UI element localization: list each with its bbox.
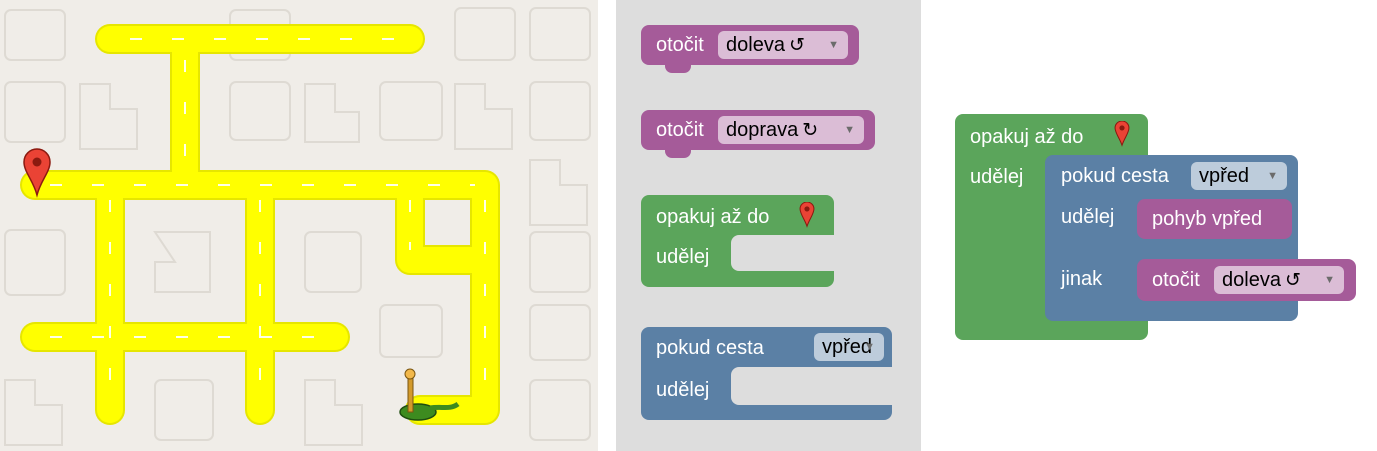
turn-left-block[interactable]: otočit doleva↺ ▼ — [1137, 259, 1356, 301]
turn-label: otočit — [656, 119, 704, 141]
path-direction-dropdown[interactable]: vpřed ▼ — [1191, 162, 1287, 190]
map-marker-icon — [1114, 121, 1130, 147]
repeat-until-block[interactable]: opakuj až do udělej pokud cesta vpřed ▼ … — [955, 114, 1356, 340]
maze-map — [4, 7, 591, 446]
repeat-until-block[interactable]: opakuj až do udělej — [641, 195, 834, 287]
rotate-left-icon: ↺ — [1284, 270, 1301, 291]
chevron-down-icon: ▼ — [864, 341, 875, 353]
if-else-block[interactable]: pokud cesta vpřed ▼ udělej jinak pohyb v… — [1045, 155, 1356, 321]
direction-dropdown[interactable]: doleva↺ ▼ — [718, 31, 848, 59]
repeat-label: opakuj až do — [970, 126, 1084, 148]
do-label: udělej — [656, 246, 710, 268]
map-marker-icon — [23, 148, 51, 198]
do-label: udělej — [1061, 206, 1115, 228]
chevron-down-icon: ▼ — [844, 124, 855, 136]
do-label: udělej — [656, 379, 710, 401]
turn-right-block[interactable]: otočit doprava↻ ▼ — [641, 110, 875, 158]
rotate-right-icon: ↻ — [802, 120, 819, 141]
workspace: opakuj až do udělej pokud cesta vpřed ▼ … — [921, 0, 1377, 451]
maze-view — [0, 0, 598, 451]
turn-label: otočit — [656, 34, 704, 56]
rotate-left-icon: ↺ — [788, 35, 805, 56]
move-label: pohyb vpřed — [1152, 208, 1263, 230]
if-label: pokud cesta — [656, 337, 764, 359]
pegman-flag-icon — [399, 368, 460, 421]
map-marker-icon — [799, 202, 815, 228]
path-direction-dropdown[interactable]: vpřed ▼ — [814, 333, 884, 361]
else-label: jinak — [1061, 268, 1103, 290]
toolbox: otočit doleva↺ ▼ otočit doprava↻ ▼ opaku… — [616, 0, 921, 451]
if-path-block[interactable]: pokud cesta vpřed ▼ udělej — [641, 327, 892, 420]
chevron-down-icon: ▼ — [828, 39, 839, 51]
turn-label: otočit — [1152, 269, 1200, 291]
direction-dropdown[interactable]: doleva↺ ▼ — [1214, 266, 1344, 294]
chevron-down-icon: ▼ — [1267, 170, 1278, 182]
statement-slot[interactable] — [731, 235, 834, 271]
chevron-down-icon: ▼ — [1324, 274, 1335, 286]
do-label: udělej — [970, 166, 1024, 188]
statement-slot[interactable] — [731, 367, 892, 405]
move-forward-block[interactable]: pohyb vpřed — [1137, 199, 1292, 239]
turn-left-block[interactable]: otočit doleva↺ ▼ — [641, 25, 859, 73]
direction-dropdown[interactable]: doprava↻ ▼ — [718, 116, 864, 144]
if-label: pokud cesta — [1061, 165, 1169, 187]
repeat-label: opakuj až do — [656, 206, 770, 228]
